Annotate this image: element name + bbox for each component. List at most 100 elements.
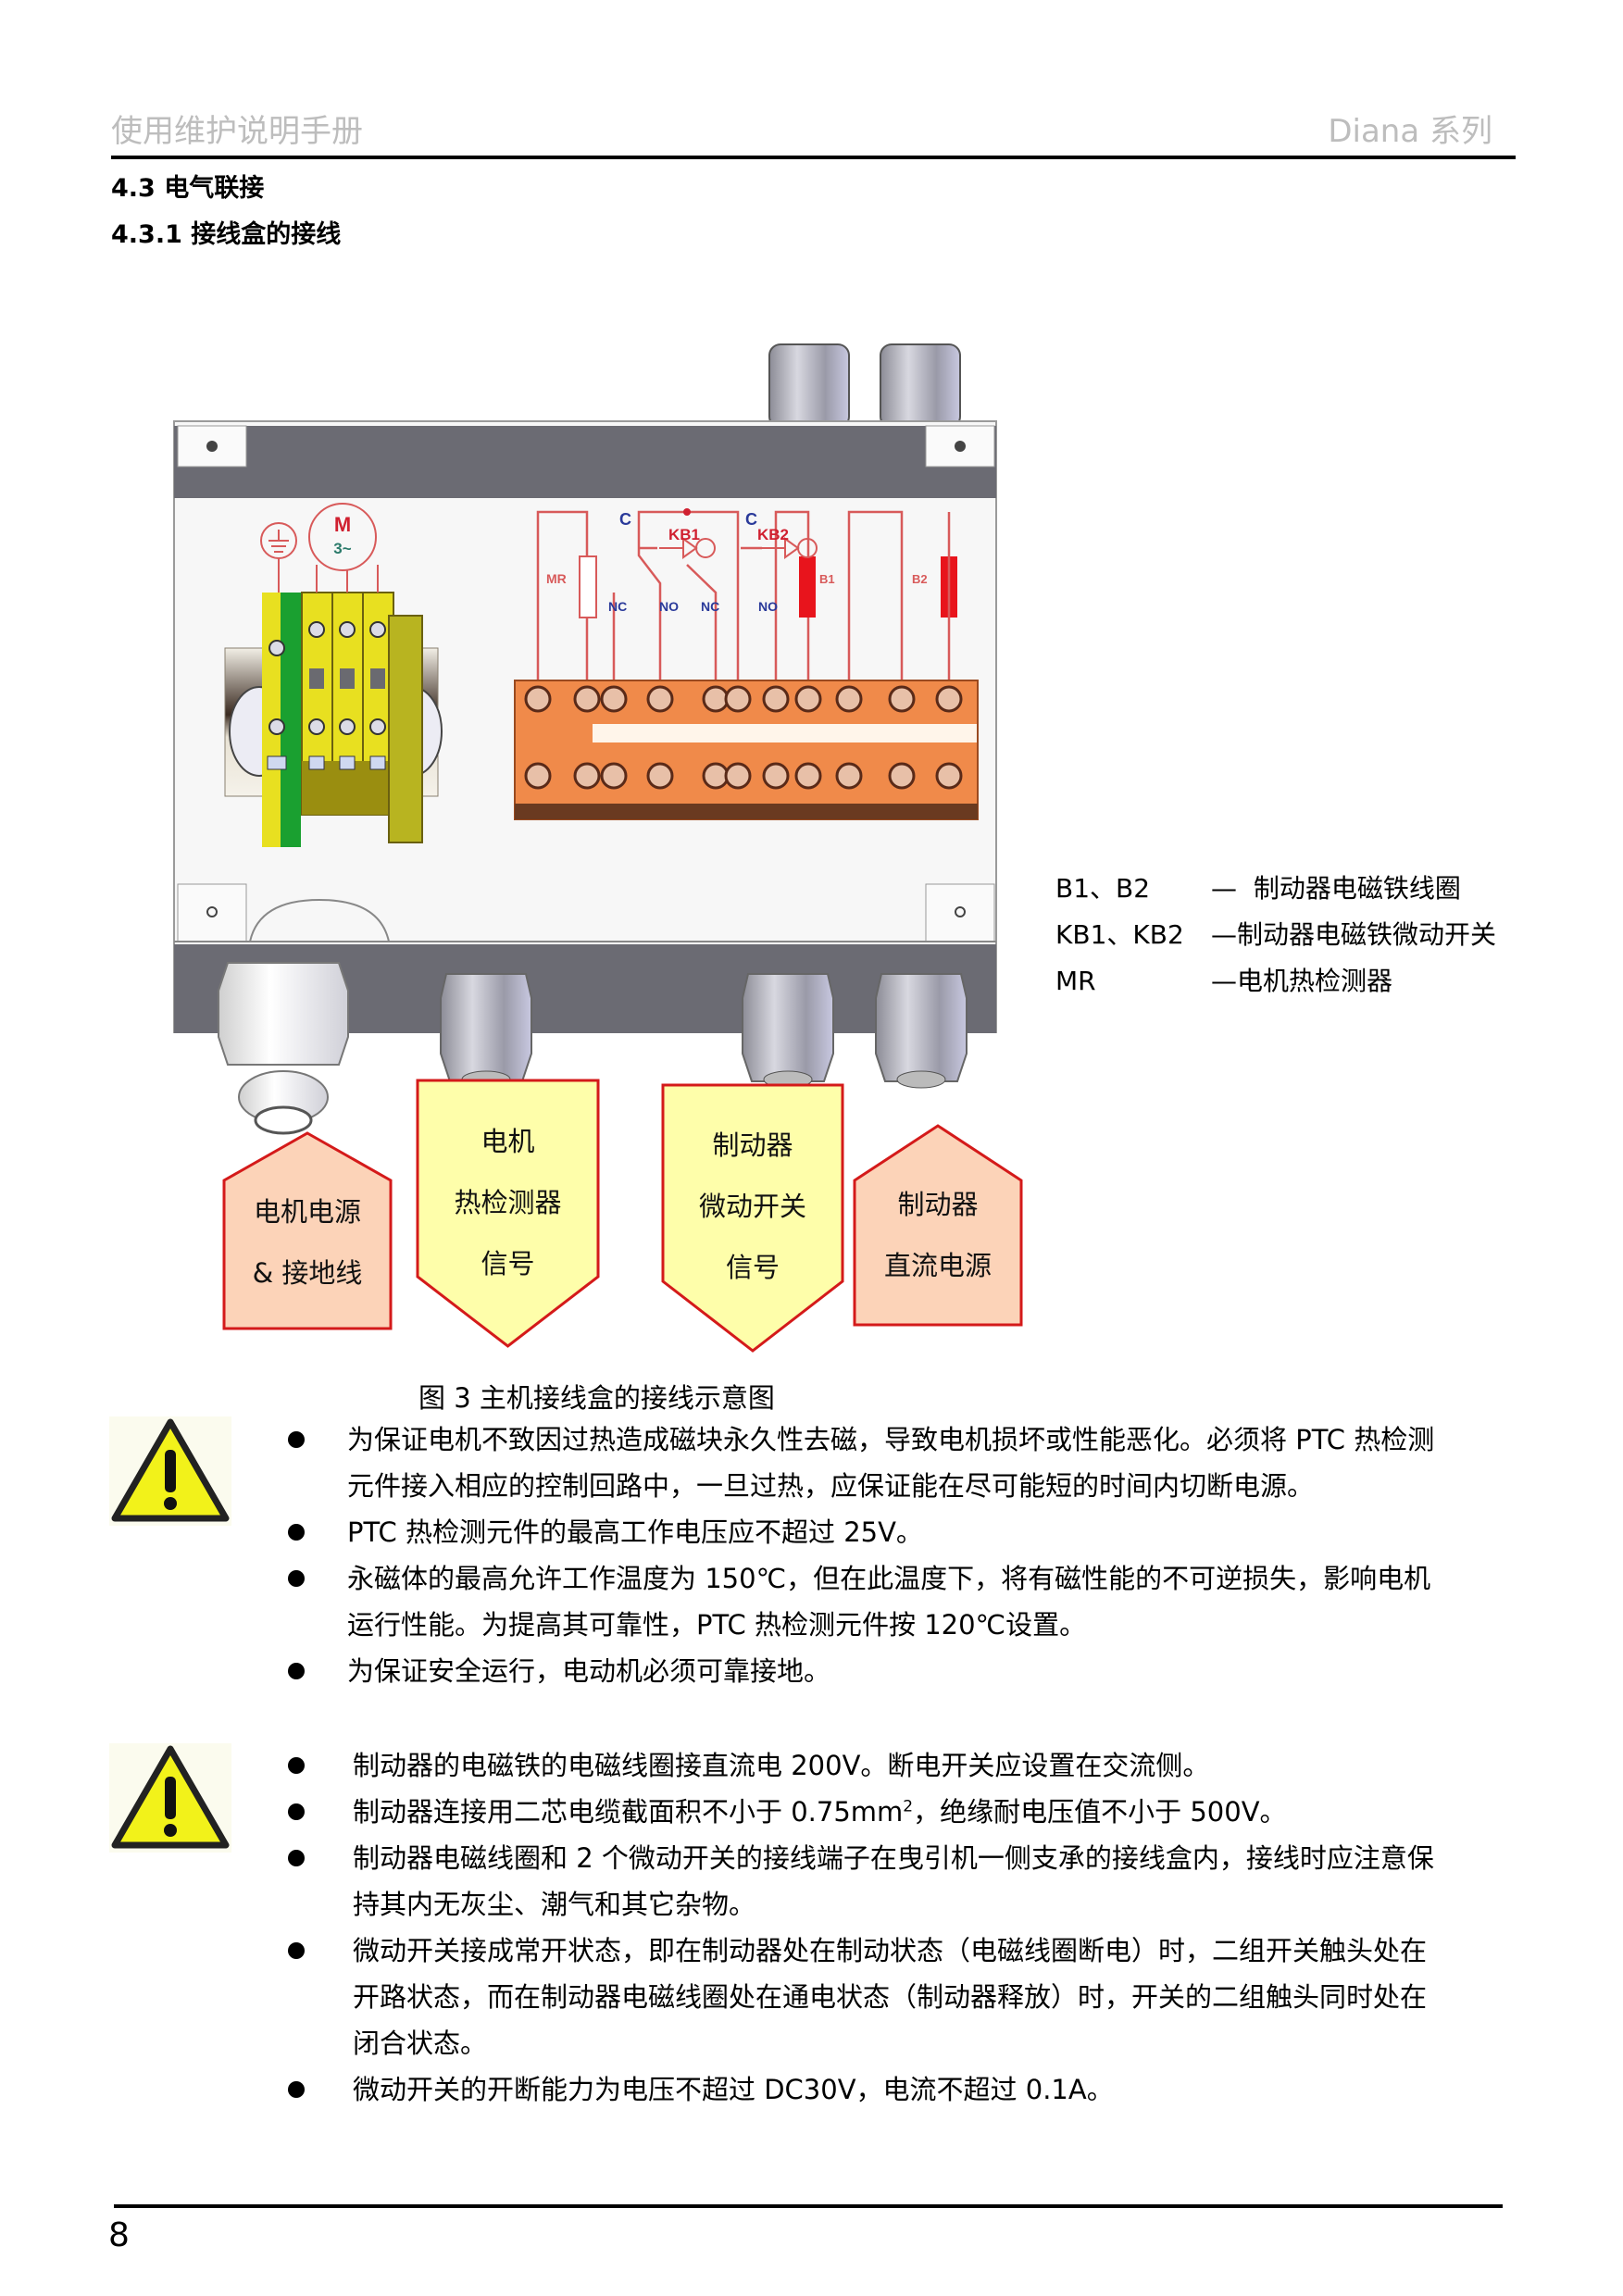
legend-desc: 电机热检测器 [1237,966,1393,996]
figure-caption: 图 3 主机接线盒的接线示意图 [418,1382,775,1414]
legend-desc: 制动器电磁铁微动开关 [1237,919,1497,950]
legend-key: B1、B2 [1055,873,1151,904]
junction-box-wiring-diagram: M 3~ C C KB1 KB2 MR NC NO NC NO B1 B2 [173,343,1023,1353]
legend-sep: — [1211,873,1237,904]
bullet-icon [288,2081,305,2098]
label-c2: C [745,510,757,529]
terminal-screw [600,762,628,790]
terminal-screw [935,762,963,790]
callout-line: 信号 [725,1252,780,1283]
bullet-icon [288,1757,305,1774]
cable-gland-microswitch [742,973,834,1089]
section-heading: 4.3 电气联接 [111,174,265,203]
warning-item: 制动器连接用二芯电缆截面积不小于 0.75mm2，绝缘耐电压值不小于 500V。 [353,1789,1287,1835]
text-run: 制动器连接用二芯电缆截面积不小于 0.75mm [353,1796,904,1828]
label-kb1: KB1 [668,526,700,543]
legend-item-b1-b2: B1、B2 — 制动器电磁铁线圈 [1055,872,1461,905]
cable-gland-brake-dc [875,973,968,1089]
text-run: ，绝缘耐电压值不小于 500V。 [913,1796,1287,1828]
legend-item-kb1-kb2: KB1、KB2—制动器电磁铁微动开关 [1055,918,1496,952]
bullet-icon [288,1803,305,1820]
bullet-icon [288,1942,305,1959]
callout-shape-brake-dc [853,1124,1023,1327]
warning-item: PTC 热检测元件的最高工作电压应不超过 25V。 [347,1516,923,1548]
terminal-screw [573,685,601,713]
brake-terminal-strip [514,680,979,820]
page-number: 8 [108,2216,130,2254]
legend-desc: 制动器电磁铁线圈 [1253,873,1461,904]
label-nc2: NC [701,599,719,614]
terminal-screw [794,685,822,713]
label-nc1: NC [608,599,627,614]
terminal-screw [646,762,674,790]
terminal-screw [888,762,916,790]
callout-line: 直流电源 [883,1250,992,1281]
running-header-title: 使用维护说明手册 [111,113,363,150]
bullet-icon [288,1431,305,1448]
bottom-cable-glands [218,962,968,1135]
warning-item: 永磁体的最高允许工作温度为 150℃，但在此温度下，将有磁性能的不可逆损失，影响… [347,1555,1430,1648]
bullet-icon [288,1524,305,1541]
terminal-screw [835,685,863,713]
text-line: 开路状态，而在制动器电磁线圈处在通电状态（制动器释放）时，开关的二组触头同时处在 [353,1981,1428,2013]
label-b1: B1 [819,572,835,586]
text-line: 为保证电机不致因过热造成磁块永久性去磁，导致电机损坏或性能恶化。必须将 PTC … [347,1424,1435,1455]
terminal-screw [724,762,752,790]
callout-line: 热检测器 [454,1187,562,1218]
label-mr: MR [546,571,567,586]
kb1-switch-symbol [659,537,716,559]
terminal-screw [600,685,628,713]
terminal-screw [646,685,674,713]
subsection-heading: 4.3.1 接线盒的接线 [111,220,342,249]
motor-symbol-phase: 3~ [333,540,351,557]
warning-triangle-icon [109,1743,231,1853]
callout-shape-microswitch [661,1083,844,1353]
terminal-screw [524,762,552,790]
warning-item: 微动开关接成常开状态，即在制动器处在制动状态（电磁线圈断电）时，二组开关触头处在… [353,1928,1427,2066]
label-kb2: KB2 [757,526,789,543]
legend-item-mr: MR —电机热检测器 [1055,965,1392,998]
cable-gland-thermal-sensor [440,973,532,1089]
label-no1: NO [659,599,679,614]
text-line: 持其内无灰尘、潮气和其它杂物。 [353,1889,756,1920]
legend-key: KB1、KB2 [1055,919,1184,950]
footer-rule [114,2204,1503,2208]
warning-item: 为保证安全运行，电动机必须可靠接地。 [347,1655,831,1687]
callout-motor-power-ground: 电机电源 & 接地线 [224,1181,391,1304]
label-c1: C [619,510,631,529]
callout-brake-microswitch: 制动器 微动开关 信号 [663,1115,843,1298]
bullet-icon [288,1570,305,1587]
terminal-screw [794,762,822,790]
header-rule [111,156,1516,159]
label-b2: B2 [912,572,928,586]
warning-triangle-icon [109,1416,231,1526]
mr-thermistor-symbol [579,555,597,618]
cable-gland-motor-power [218,962,349,1135]
callout-line: 微动开关 [698,1191,806,1222]
bullet-icon [288,1663,305,1679]
warning-item: 微动开关的开断能力为电压不超过 DC30V，电流不超过 0.1A。 [353,2074,1114,2105]
text-line: 运行性能。为提高其可靠性，PTC 热检测元件按 120℃设置。 [347,1609,1087,1641]
callout-shape-thermal-sensor [416,1079,600,1348]
terminal-screw [702,685,730,713]
callout-motor-thermal-sensor: 电机 热检测器 信号 [418,1111,598,1294]
motor-symbol-m: M [334,513,351,536]
label-no2: NO [758,599,778,614]
text-line: 元件接入相应的控制回路中，一旦过热，应保证能在尽可能短的时间内切断电源。 [347,1470,1315,1502]
callout-line: & 接地线 [252,1257,363,1289]
running-header-series: Diana 系列 [1328,113,1492,150]
warning-item: 制动器电磁线圈和 2 个微动开关的接线端子在曳引机一侧支承的接线盒内，接线时应注… [353,1835,1434,1928]
callout-line: 信号 [481,1248,535,1279]
kb2-switch-symbol [762,537,818,559]
callout-brake-dc-power: 制动器 直流电源 [855,1174,1021,1296]
terminal-screw [762,685,790,713]
terminal-screw [935,685,963,713]
legend-key: MR [1055,966,1096,996]
b1-coil-symbol [799,556,816,618]
terminal-screw [573,762,601,790]
terminal-screw [835,762,863,790]
callout-shape-motor-power [222,1131,393,1330]
top-mounting-plate [174,426,996,498]
text-line: 制动器电磁线圈和 2 个微动开关的接线端子在曳引机一侧支承的接线盒内，接线时应注… [353,1842,1434,1874]
legend-sep: — [1211,966,1237,996]
